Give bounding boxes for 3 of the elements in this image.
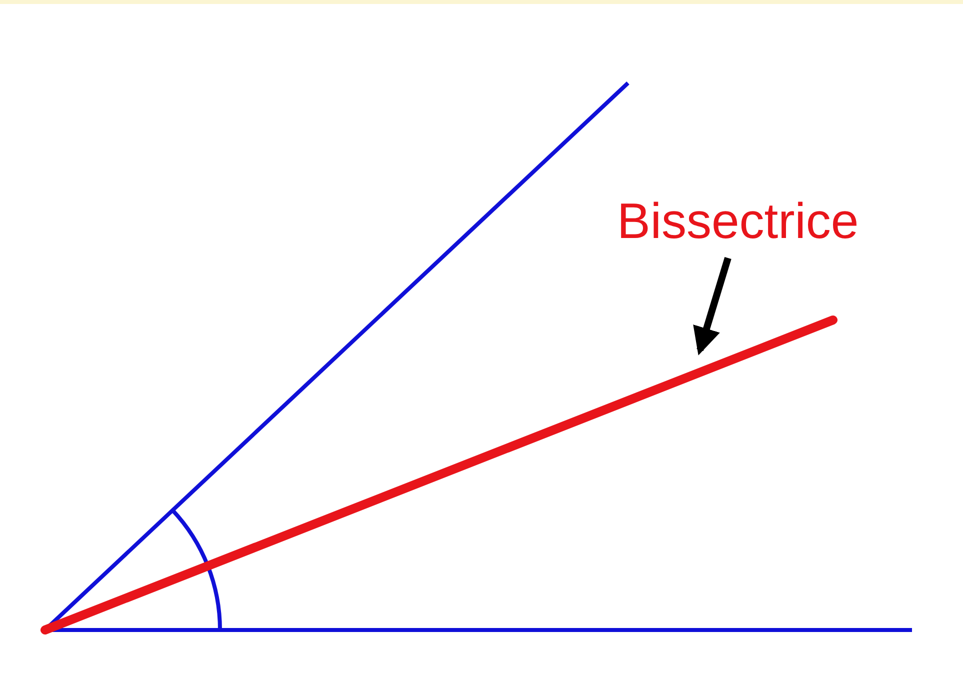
leader-arrow xyxy=(693,256,732,356)
bisector-line xyxy=(40,316,838,634)
bisector-label: Bissectrice xyxy=(617,196,859,246)
